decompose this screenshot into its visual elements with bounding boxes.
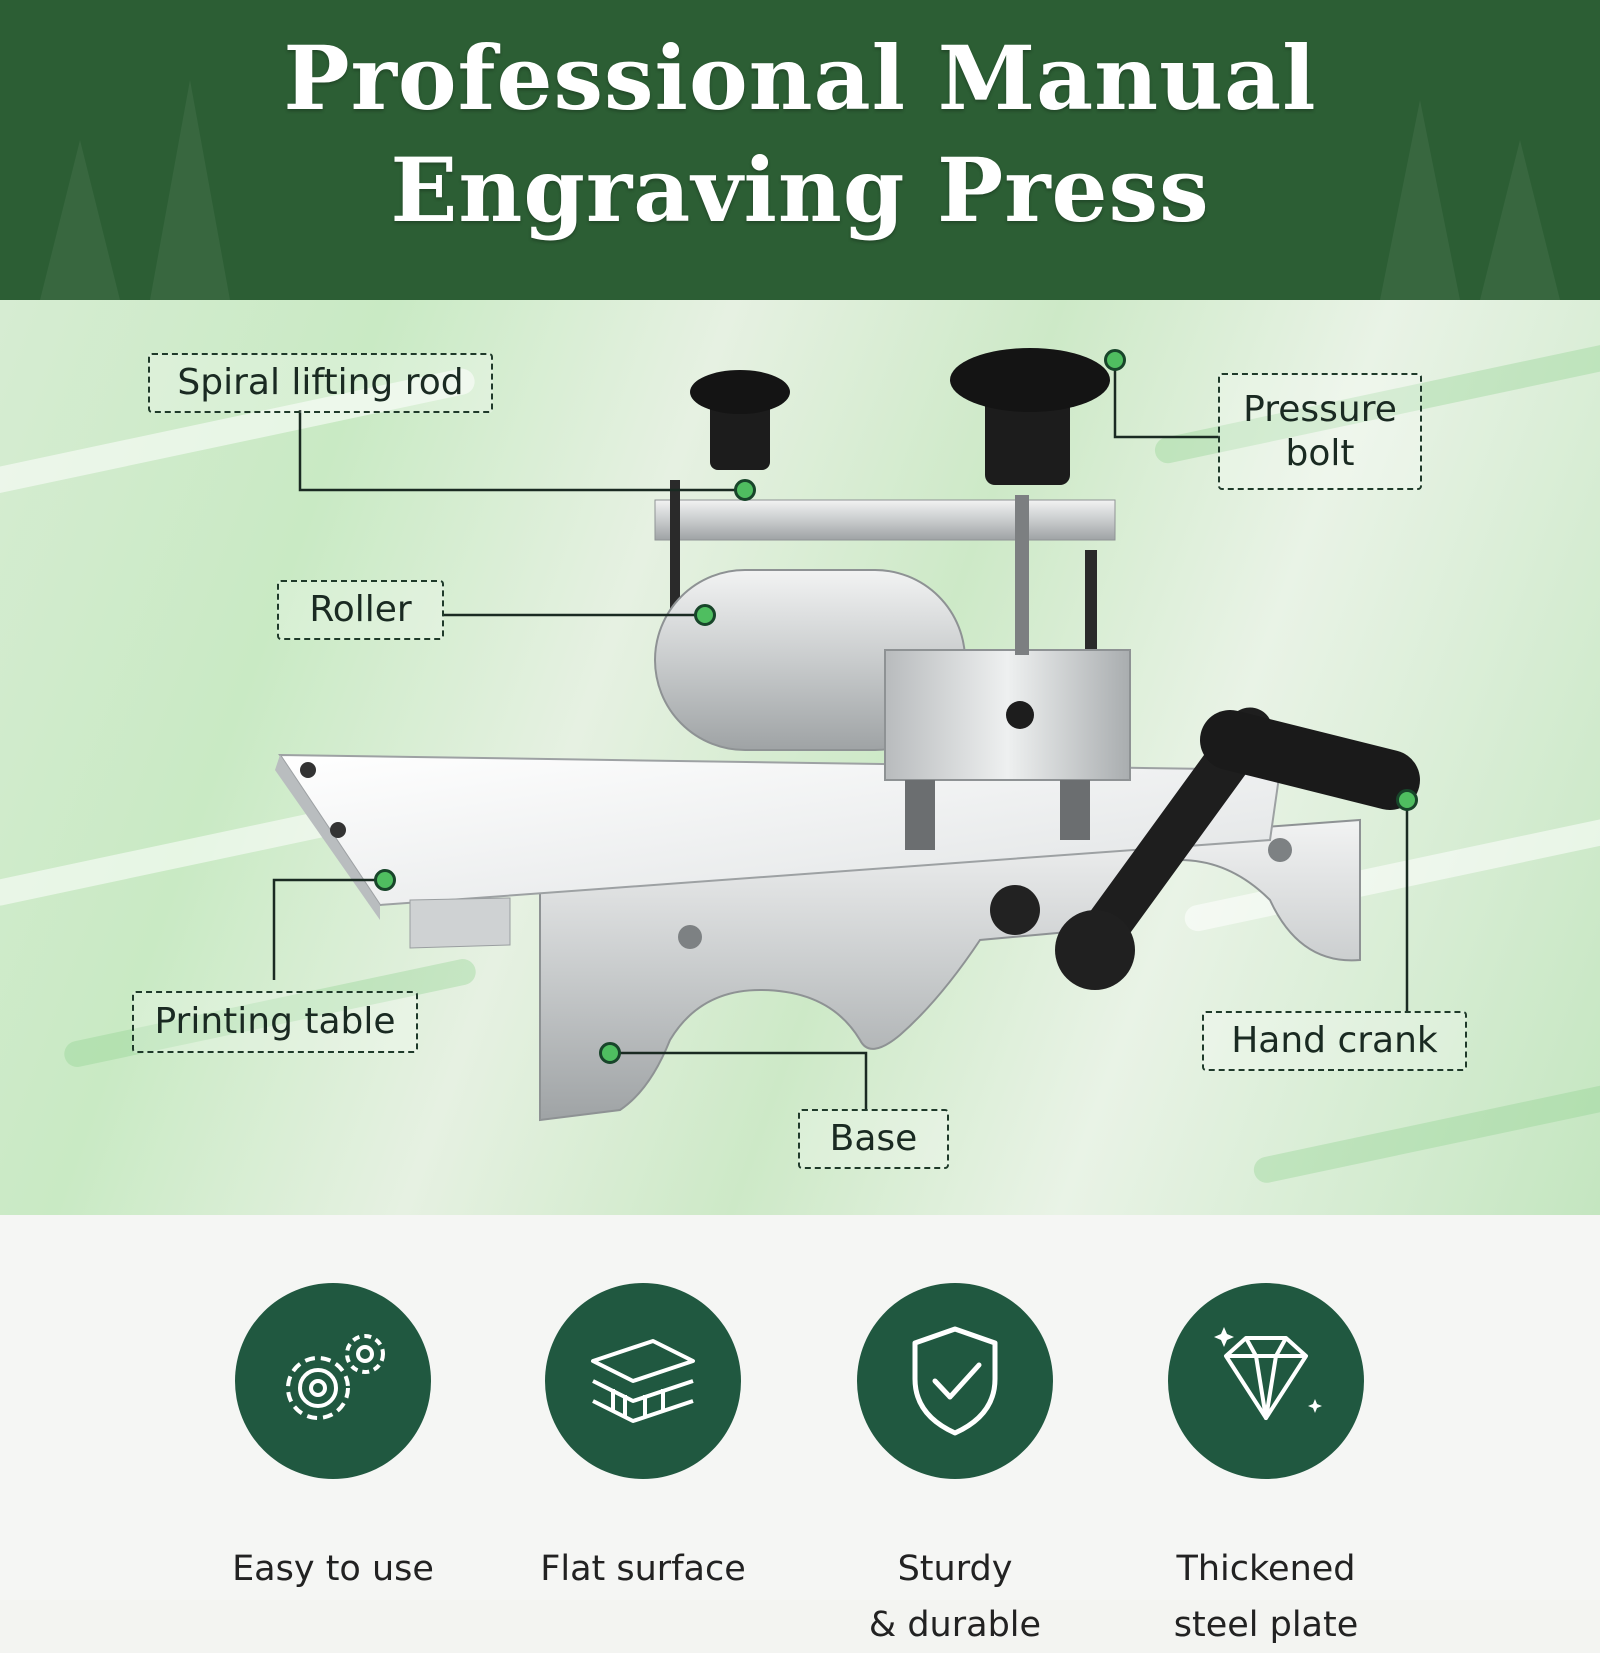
dot-spiral-rod <box>734 479 756 501</box>
callout-printing-table: Printing table <box>132 991 418 1053</box>
feature-label: Flat surface <box>540 1549 746 1589</box>
dot-pressure-bolt <box>1104 349 1126 371</box>
gears-icon <box>286 1334 385 1420</box>
feature-circle <box>545 1283 741 1479</box>
dot-base <box>599 1042 621 1064</box>
feature-circle <box>857 1283 1053 1479</box>
dot-roller <box>694 604 716 626</box>
feature-label: Sturdy & durable <box>868 1549 1042 1645</box>
layered-plate-icon <box>591 1339 695 1423</box>
product-hero: Spiral lifting rod Pressure bolt Roller … <box>0 300 1600 1215</box>
feature-label: Easy to use <box>232 1549 434 1589</box>
feature-easy-to-use: Easy to use <box>193 1283 473 1597</box>
callout-pressure-bolt: Pressure bolt <box>1218 373 1422 490</box>
title-line-1: Professional Manual <box>283 26 1317 130</box>
feature-flat-surface: Flat surface <box>503 1283 783 1597</box>
feature-thickened-steel-plate: Thickened steel plate <box>1126 1283 1406 1653</box>
shield-check-icon <box>912 1326 998 1436</box>
features-section: Easy to use Flat surface Sturdy & durabl… <box>0 1215 1600 1645</box>
callout-base: Base <box>798 1109 949 1169</box>
dot-printing-table <box>374 869 396 891</box>
callout-lines <box>272 360 1409 1110</box>
feature-circle <box>1168 1283 1364 1479</box>
callout-roller: Roller <box>277 580 444 640</box>
feature-label: Thickened steel plate <box>1173 1549 1359 1645</box>
engraving-press-image <box>275 348 1420 1122</box>
diamond-icon <box>1214 1327 1322 1420</box>
title-line-2: Engraving Press <box>390 138 1210 242</box>
callout-hand-crank: Hand crank <box>1202 1011 1467 1071</box>
callout-spiral-lifting-rod: Spiral lifting rod <box>148 353 493 413</box>
header-banner: Professional Manual Engraving Press <box>0 0 1600 300</box>
feature-sturdy-durable: Sturdy & durable <box>815 1283 1095 1653</box>
feature-circle <box>235 1283 431 1479</box>
dot-hand-crank <box>1396 789 1418 811</box>
